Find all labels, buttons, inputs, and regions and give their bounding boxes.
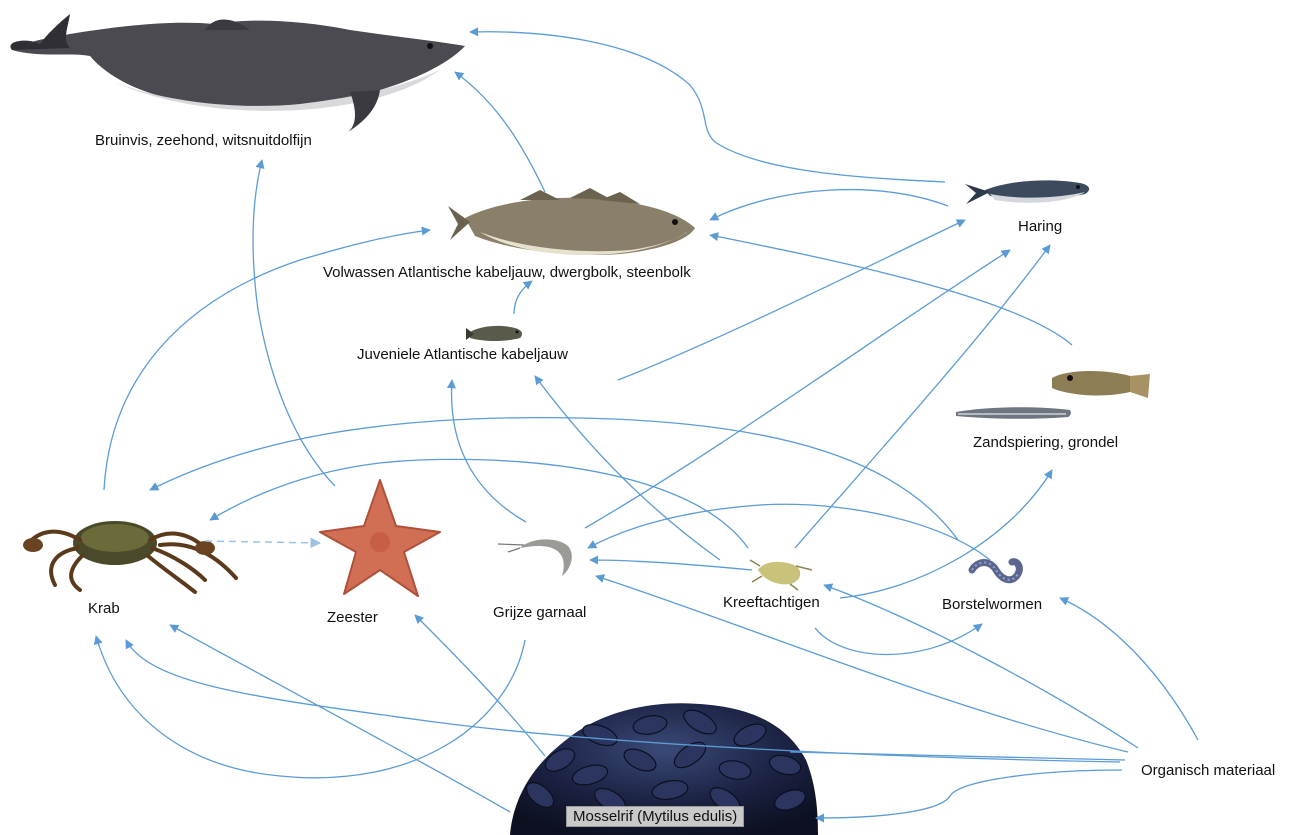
crab-label: Krab: [88, 600, 120, 617]
arrow-mussel-to-starfish: [415, 615, 545, 756]
arrow-juvenile-to-cod: [514, 281, 532, 314]
juvenile-cod-icon: [466, 326, 522, 341]
bristleworm-icon: [972, 562, 1019, 580]
arrow-shrimp-to-herring: [585, 250, 1010, 528]
organic-matter-label: Organisch materiaal: [1141, 762, 1275, 779]
shrimp-label: Grijze garnaal: [493, 604, 586, 621]
arrow-crab-to-starfish-dashed: [205, 541, 320, 543]
sandeel-goby-icon: [956, 371, 1150, 419]
arrow-juvenile-to-herring: [618, 220, 965, 380]
crustacean-icon: [750, 560, 812, 590]
arrow-crustaceans-to-shrimp: [590, 560, 752, 570]
mussel-bed-label: Mosselrif (Mytilus edulis): [566, 806, 744, 827]
sandeel-goby-label: Zandspiering, grondel: [973, 434, 1118, 451]
crustaceans-label: Kreeftachtigen: [723, 594, 820, 611]
arrow-bristleworms-to-shrimp: [588, 504, 990, 560]
arrow-shrimp-to-juvenile: [452, 380, 526, 522]
arrow-cod-to-porpoise: [455, 72, 545, 192]
starfish-icon: [320, 480, 440, 596]
cod-label: Volwassen Atlantische kabeljauw, dwergbo…: [323, 264, 691, 281]
arrow-crustaceans-to-crab: [210, 459, 748, 548]
shrimp-icon: [498, 539, 572, 576]
arrow-crustaceans-to-juvenile: [535, 376, 720, 560]
arrow-organic-to-mussel-bed: [816, 770, 1122, 818]
arrow-organic-to-mussel-upper: [790, 752, 1125, 760]
feeding-arrows: [96, 32, 1198, 818]
cod-icon: [448, 188, 695, 255]
arrow-herring-to-cod: [710, 190, 948, 220]
bristleworms-label: Borstelwormen: [942, 596, 1042, 613]
crab-icon: [23, 521, 236, 592]
arrow-mussel-to-crab: [170, 625, 510, 812]
starfish-label: Zeester: [327, 609, 378, 626]
arrow-herring-to-porpoise: [470, 32, 945, 182]
arrow-shrimp-to-crab: [96, 636, 525, 778]
herring-label: Haring: [1018, 218, 1062, 235]
juvenile-cod-label: Juveniele Atlantische kabeljauw: [357, 346, 568, 363]
arrow-organic-to-bristleworms: [1060, 598, 1198, 740]
arrow-starfish-to-porpoise: [253, 160, 335, 486]
arrow-crustaceans-to-bristleworms: [815, 624, 982, 655]
arrow-bristleworms-to-crab-long: [150, 418, 958, 540]
herring-icon: [965, 180, 1089, 204]
porpoise-label: Bruinvis, zeehond, witsnuitdolfijn: [95, 132, 312, 149]
porpoise-icon: [10, 14, 465, 132]
